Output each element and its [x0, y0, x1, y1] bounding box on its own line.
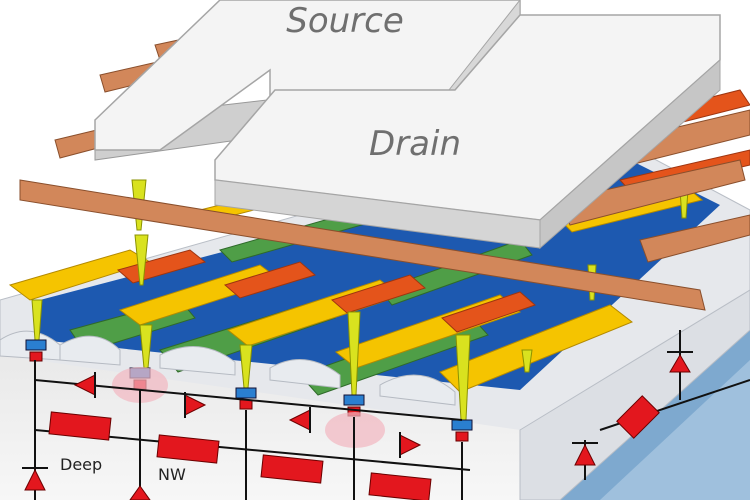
contact-3 — [235, 387, 257, 399]
resistor-icon-1 — [48, 411, 112, 441]
contact-4 — [343, 394, 365, 406]
nw-label: NW — [158, 465, 186, 484]
metal2-finger-2 — [223, 261, 317, 299]
resistor-icon-3 — [260, 454, 324, 484]
contact-1-red — [29, 351, 43, 362]
contact-5 — [451, 419, 473, 431]
metal1-finger-5 — [439, 304, 633, 393]
pwell-pocket-1 — [112, 367, 168, 403]
resistor-icon-5 — [616, 395, 660, 439]
contact-5-red — [455, 431, 469, 442]
metal3-bar-4 — [19, 179, 706, 311]
contact-1 — [25, 339, 47, 351]
drain-pad-side — [539, 58, 721, 250]
source-label: Source — [286, 1, 404, 41]
isolation-bumps — [0, 330, 456, 406]
substrate-blue-strip — [600, 360, 750, 500]
deep-label: Deep — [60, 455, 102, 474]
diode-icon-5 — [24, 468, 46, 491]
diodes — [24, 354, 691, 500]
resistor-icon-2 — [156, 434, 220, 464]
diode-icon-8 — [669, 354, 691, 373]
metal2-finger-3 — [331, 274, 426, 314]
via-3 — [134, 234, 149, 286]
metal2-finger-4 — [441, 291, 536, 333]
via-8 — [521, 349, 533, 373]
diode-bars — [22, 351, 693, 469]
contact-3-red — [239, 399, 253, 410]
resistors — [48, 395, 660, 500]
metal-pads — [94, 0, 721, 250]
diode-icon-7 — [574, 443, 596, 466]
drain-label: Drain — [369, 124, 461, 164]
metal3-bar-7 — [639, 214, 750, 263]
resistor-icon-4 — [368, 472, 432, 500]
diode-icon-6 — [129, 485, 151, 500]
